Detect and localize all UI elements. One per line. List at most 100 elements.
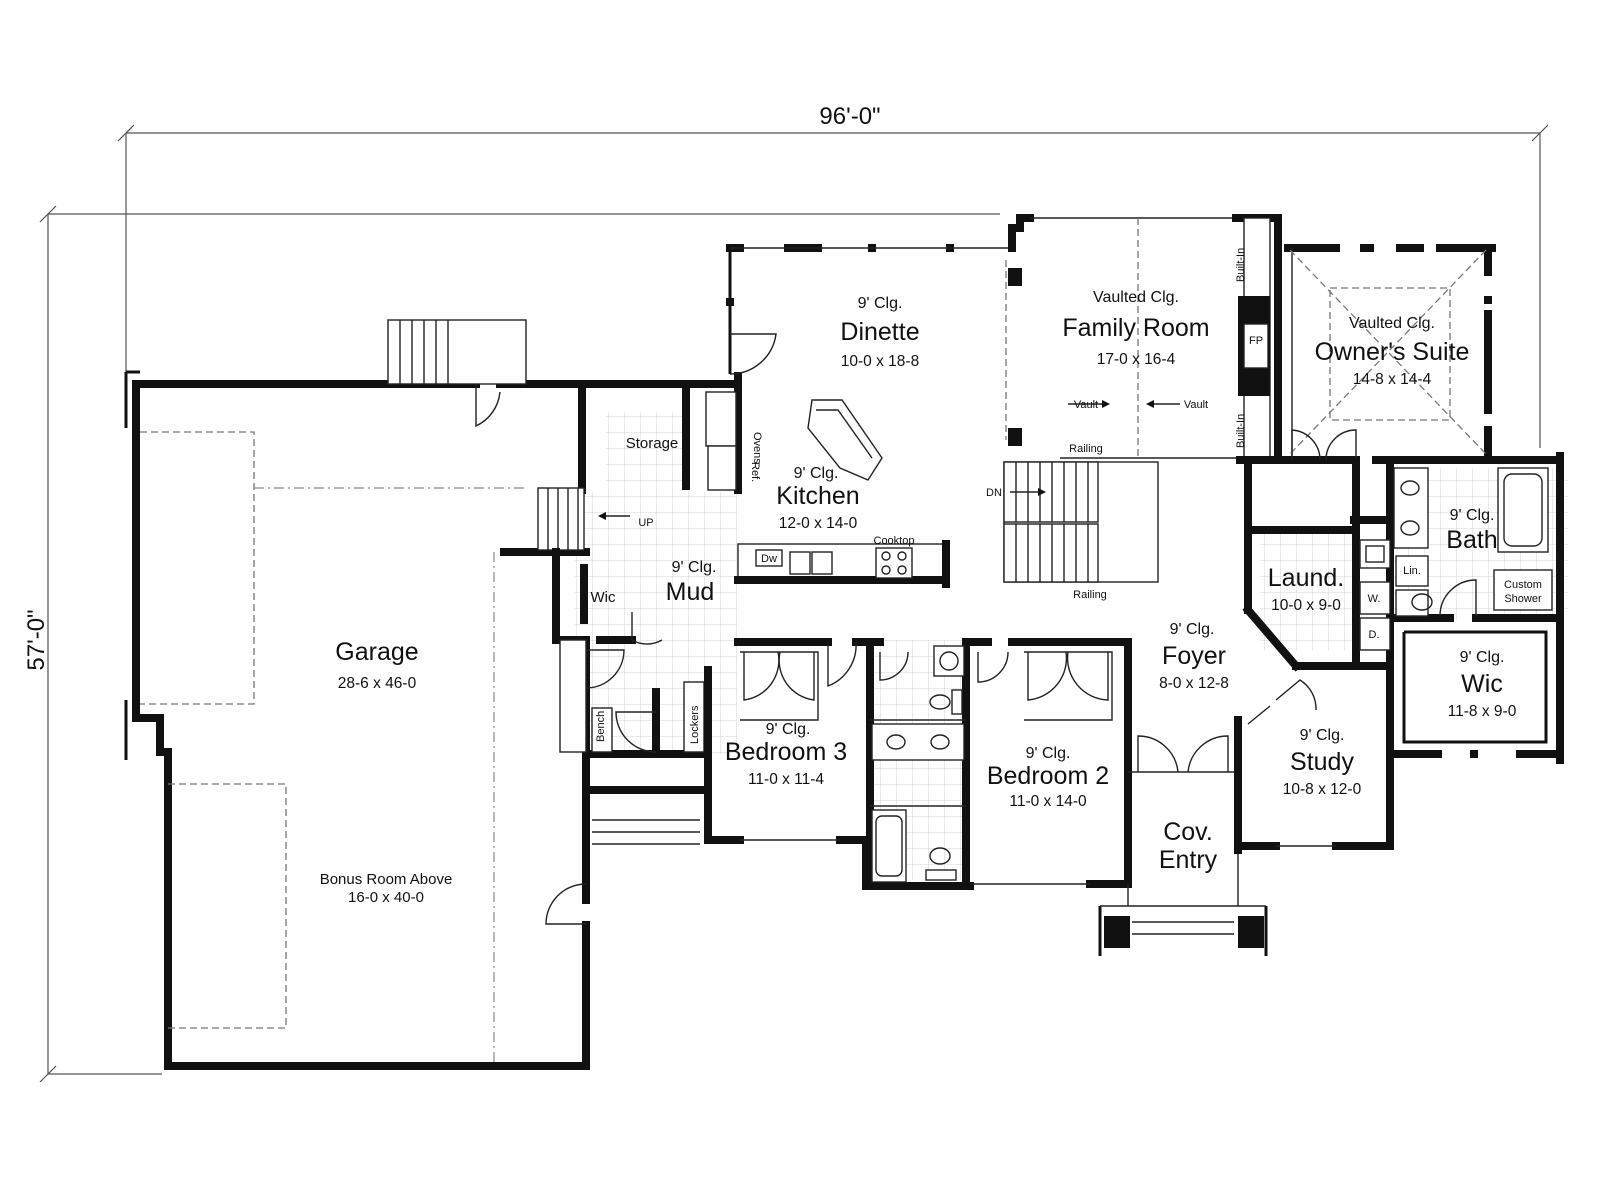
mud-label: 9' Clg. Mud	[666, 559, 717, 606]
dinette-ceiling: 9' Clg.	[858, 295, 903, 312]
bedroom-3-label: 9' Clg. Bedroom 3 11-0 x 11-4	[725, 721, 847, 788]
railing-lower: Railing	[1073, 589, 1107, 601]
owner-wic-ceiling: 9' Clg.	[1460, 649, 1505, 666]
owners-size: 14-8 x 14-4	[1353, 371, 1432, 388]
owner-wic-label: 9' Clg. Wic 11-8 x 9-0	[1448, 649, 1517, 720]
laundry-name: Laund.	[1268, 564, 1344, 592]
study-size: 10-8 x 12-0	[1283, 781, 1362, 798]
garage-size: 28-6 x 46-0	[338, 675, 417, 692]
fireplace-label: FP	[1249, 335, 1263, 347]
bedroom2-ceiling: 9' Clg.	[1026, 745, 1071, 762]
mud-ceiling: 9' Clg.	[672, 559, 717, 576]
width-dimension: 96'-0"	[819, 103, 880, 130]
bedroom3-name: Bedroom 3	[725, 738, 847, 766]
owners-name: Owner's Suite	[1315, 338, 1470, 366]
dinette-label: 9' Clg. Dinette 10-0 x 18-8	[840, 295, 919, 370]
width-dimension-line	[117, 124, 1549, 448]
bedroom2-name: Bedroom 2	[987, 762, 1109, 790]
bath-name: Bath	[1446, 526, 1497, 554]
laundry-walls	[1242, 462, 1394, 672]
railing-upper: Railing	[1069, 443, 1103, 455]
owners-bath-walls	[1350, 452, 1564, 774]
bonus-name: Bonus Room Above	[320, 871, 453, 888]
study-ceiling: 9' Clg.	[1300, 727, 1345, 744]
kitchen-counter	[734, 540, 950, 588]
foyer-name: Foyer	[1162, 642, 1226, 670]
mud-name: Mud	[666, 578, 715, 606]
shared-bath-walls	[862, 638, 1132, 890]
garage-side-door	[475, 384, 587, 925]
family-size: 17-0 x 16-4	[1097, 351, 1176, 368]
kitchen-size: 12-0 x 14-0	[779, 515, 858, 532]
built-in-upper: Built-In	[1235, 248, 1247, 282]
shower-label-2: Shower	[1504, 593, 1542, 605]
owners-suite-walls	[1236, 244, 1564, 464]
family-ceiling: Vaulted Clg.	[1093, 289, 1179, 306]
stair-up	[537, 487, 630, 551]
ovens-label: Ovens	[751, 432, 763, 464]
bedroom3-size: 11-0 x 11-4	[748, 771, 824, 788]
foyer-label: 9' Clg. Foyer 8-0 x 12-8	[1159, 621, 1229, 692]
owner-wic-size: 11-8 x 9-0	[1448, 703, 1517, 720]
study-label: 9' Clg. Study 10-8 x 12-0	[1283, 727, 1362, 798]
storage-walls	[578, 372, 742, 494]
bedroom-2-label: 9' Clg. Bedroom 2 11-0 x 14-0	[987, 745, 1109, 810]
entry-line1: Cov.	[1163, 818, 1213, 846]
depth-dimension: 57'-0"	[23, 609, 50, 670]
bath-ceiling: 9' Clg.	[1450, 507, 1495, 524]
bonus-room-label: Bonus Room Above 16-0 x 40-0	[320, 871, 453, 906]
garage-label: Garage 28-6 x 46-0	[335, 638, 418, 692]
lockers-label: Lockers	[689, 705, 701, 744]
storage-label: Storage	[626, 435, 679, 452]
kitchen-label: 9' Clg. Kitchen 12-0 x 14-0	[776, 465, 859, 532]
mud-wic-label: Wic	[591, 589, 616, 606]
bedroom2-size: 11-0 x 14-0	[1009, 793, 1087, 810]
dishwasher-label: Dw	[761, 553, 777, 565]
cooktop-label: Cooktop	[874, 535, 915, 547]
mud-walls	[552, 548, 705, 794]
bench-label: Bench	[595, 711, 607, 742]
foyer-size: 8-0 x 12-8	[1159, 675, 1229, 692]
foyer-walls	[1098, 735, 1268, 956]
kitchen-name: Kitchen	[776, 482, 859, 510]
linen-label: Lin.	[1403, 565, 1421, 577]
dinette-walls	[726, 244, 1010, 375]
garage-stair	[387, 319, 527, 385]
kitchen-ceiling: 9' Clg.	[794, 465, 839, 482]
dinette-name: Dinette	[840, 318, 919, 346]
study-name: Study	[1290, 748, 1354, 776]
bedroom-3-walls	[704, 638, 884, 890]
stair-up-label: UP	[638, 517, 653, 529]
vault-left: Vault	[1074, 399, 1098, 411]
dinette-size: 10-0 x 18-8	[841, 353, 919, 370]
stair-down-label: DN	[986, 487, 1002, 499]
owners-suite-label: Vaulted Clg. Owner's Suite 14-8 x 14-4	[1315, 315, 1470, 388]
bath-label: 9' Clg. Bath	[1446, 507, 1497, 554]
bonus-room-outline	[140, 431, 528, 1062]
depth-dimension-line	[39, 205, 1000, 1083]
kitchen-island	[807, 399, 883, 481]
family-room-label: Vaulted Clg. Family Room 17-0 x 16-4	[1062, 289, 1209, 368]
shower-label-1: Custom	[1504, 579, 1542, 591]
garage-name: Garage	[335, 638, 418, 666]
bedroom3-ceiling: 9' Clg.	[766, 721, 811, 738]
garage-walls	[124, 370, 738, 1070]
family-name: Family Room	[1062, 314, 1209, 342]
main-stair	[1003, 461, 1159, 583]
garage-door-markers	[294, 1062, 454, 1070]
dryer-label: D.	[1369, 629, 1380, 641]
family-walls	[1005, 214, 1282, 464]
laundry-size: 10-0 x 9-0	[1271, 597, 1341, 614]
bonus-size: 16-0 x 40-0	[348, 889, 424, 906]
entry-line2: Entry	[1159, 846, 1218, 874]
foyer-ceiling: 9' Clg.	[1170, 621, 1215, 638]
front-porch	[582, 786, 704, 845]
ref-label: Ref.	[749, 462, 761, 482]
bedroom-2-walls	[970, 638, 1132, 888]
vault-right: Vault	[1184, 399, 1208, 411]
study-walls	[1234, 662, 1394, 854]
laundry-label: Laund. 10-0 x 9-0	[1268, 564, 1344, 614]
covered-entry-label: Cov. Entry	[1159, 818, 1218, 874]
owners-ceiling: Vaulted Clg.	[1349, 315, 1435, 332]
